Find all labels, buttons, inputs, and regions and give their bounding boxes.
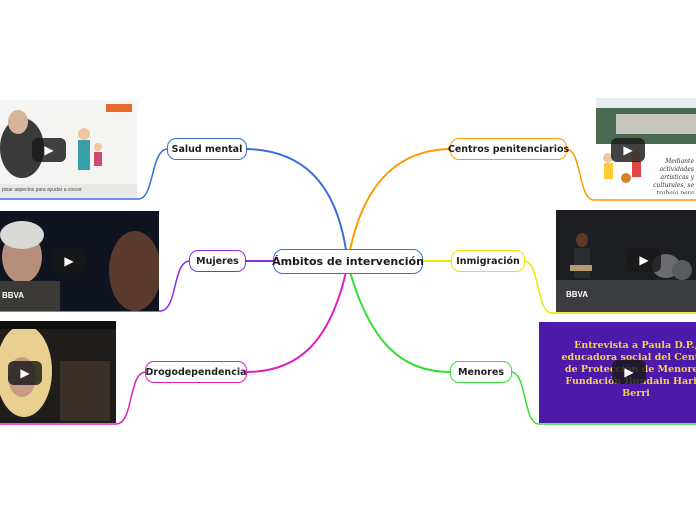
play-icon: ▶ [639, 253, 649, 267]
play-icon: ▶ [20, 366, 30, 380]
connector-centros-video [565, 148, 696, 201]
branch-salud-mental[interactable]: Salud mental [167, 138, 247, 160]
branch-salud-mental-label: Salud mental [171, 143, 243, 155]
play-button[interactable]: ▶ [8, 361, 42, 385]
branch-inmigracion-label: Inmigración [456, 255, 520, 267]
video-inmigracion-scene [556, 210, 696, 312]
branch-centros-penitenciarios-label: Centros penitenciarios [447, 143, 570, 155]
central-topic-label: Ámbitos de intervención [272, 255, 424, 268]
branch-drogodependencia-label: Drogodependencia [145, 366, 247, 378]
connector-drogodependencia [245, 271, 347, 373]
play-icon: ▶ [624, 365, 634, 379]
connector-menores-video [510, 371, 696, 425]
video-mujeres-scene [0, 211, 159, 311]
video-centros-caption: Mediante actividades artísticas y cultur… [653, 158, 694, 194]
connector-mujeres-video [0, 260, 191, 312]
play-button[interactable]: ▶ [612, 360, 646, 384]
connector-inmigracion-video [523, 260, 696, 314]
central-topic[interactable]: Ámbitos de intervención [272, 249, 424, 274]
video-centros-penitenciarios[interactable]: Mediante actividades artísticas y cultur… [596, 98, 696, 199]
branch-menores[interactable]: Menores [450, 361, 512, 383]
connector-salud-video [0, 148, 169, 200]
branch-menores-label: Menores [458, 366, 504, 378]
connector-menores [349, 271, 451, 373]
branch-mujeres[interactable]: Mujeres [189, 250, 246, 272]
connector-centros-penitenciarios [349, 148, 451, 251]
play-icon: ▶ [64, 254, 74, 268]
video-mujeres-logo: BBVA [2, 291, 25, 300]
branch-inmigracion[interactable]: Inmigración [451, 250, 525, 272]
play-button[interactable]: ▶ [32, 138, 66, 162]
video-inmigracion-logo: BBVA [566, 290, 589, 299]
connector-drogo-video [0, 371, 147, 425]
connector-salud-mental [245, 148, 347, 251]
branch-mujeres-label: Mujeres [196, 255, 239, 267]
branch-centros-penitenciarios[interactable]: Centros penitenciarios [447, 138, 570, 160]
play-icon: ▶ [623, 143, 633, 157]
video-drogodependencia[interactable]: ▶ [0, 321, 116, 423]
play-icon: ▶ [44, 143, 54, 157]
video-salud-mental[interactable]: pizar aspectos para ayudar a crecer ▶ [0, 100, 137, 198]
video-salud-mental-caption: pizar aspectos para ayudar a crecer [2, 187, 82, 193]
branch-drogodependencia[interactable]: Drogodependencia [145, 361, 247, 383]
play-button[interactable]: ▶ [627, 248, 661, 272]
video-menores[interactable]: Entrevista a Paula D.P., educadora socia… [539, 322, 696, 423]
play-button[interactable]: ▶ [52, 249, 86, 273]
video-inmigracion[interactable]: BBVA ▶ [556, 210, 696, 312]
play-button[interactable]: ▶ [611, 138, 645, 162]
video-mujeres[interactable]: BBVA ▶ [0, 211, 159, 311]
video-salud-mental-scene [0, 100, 137, 198]
